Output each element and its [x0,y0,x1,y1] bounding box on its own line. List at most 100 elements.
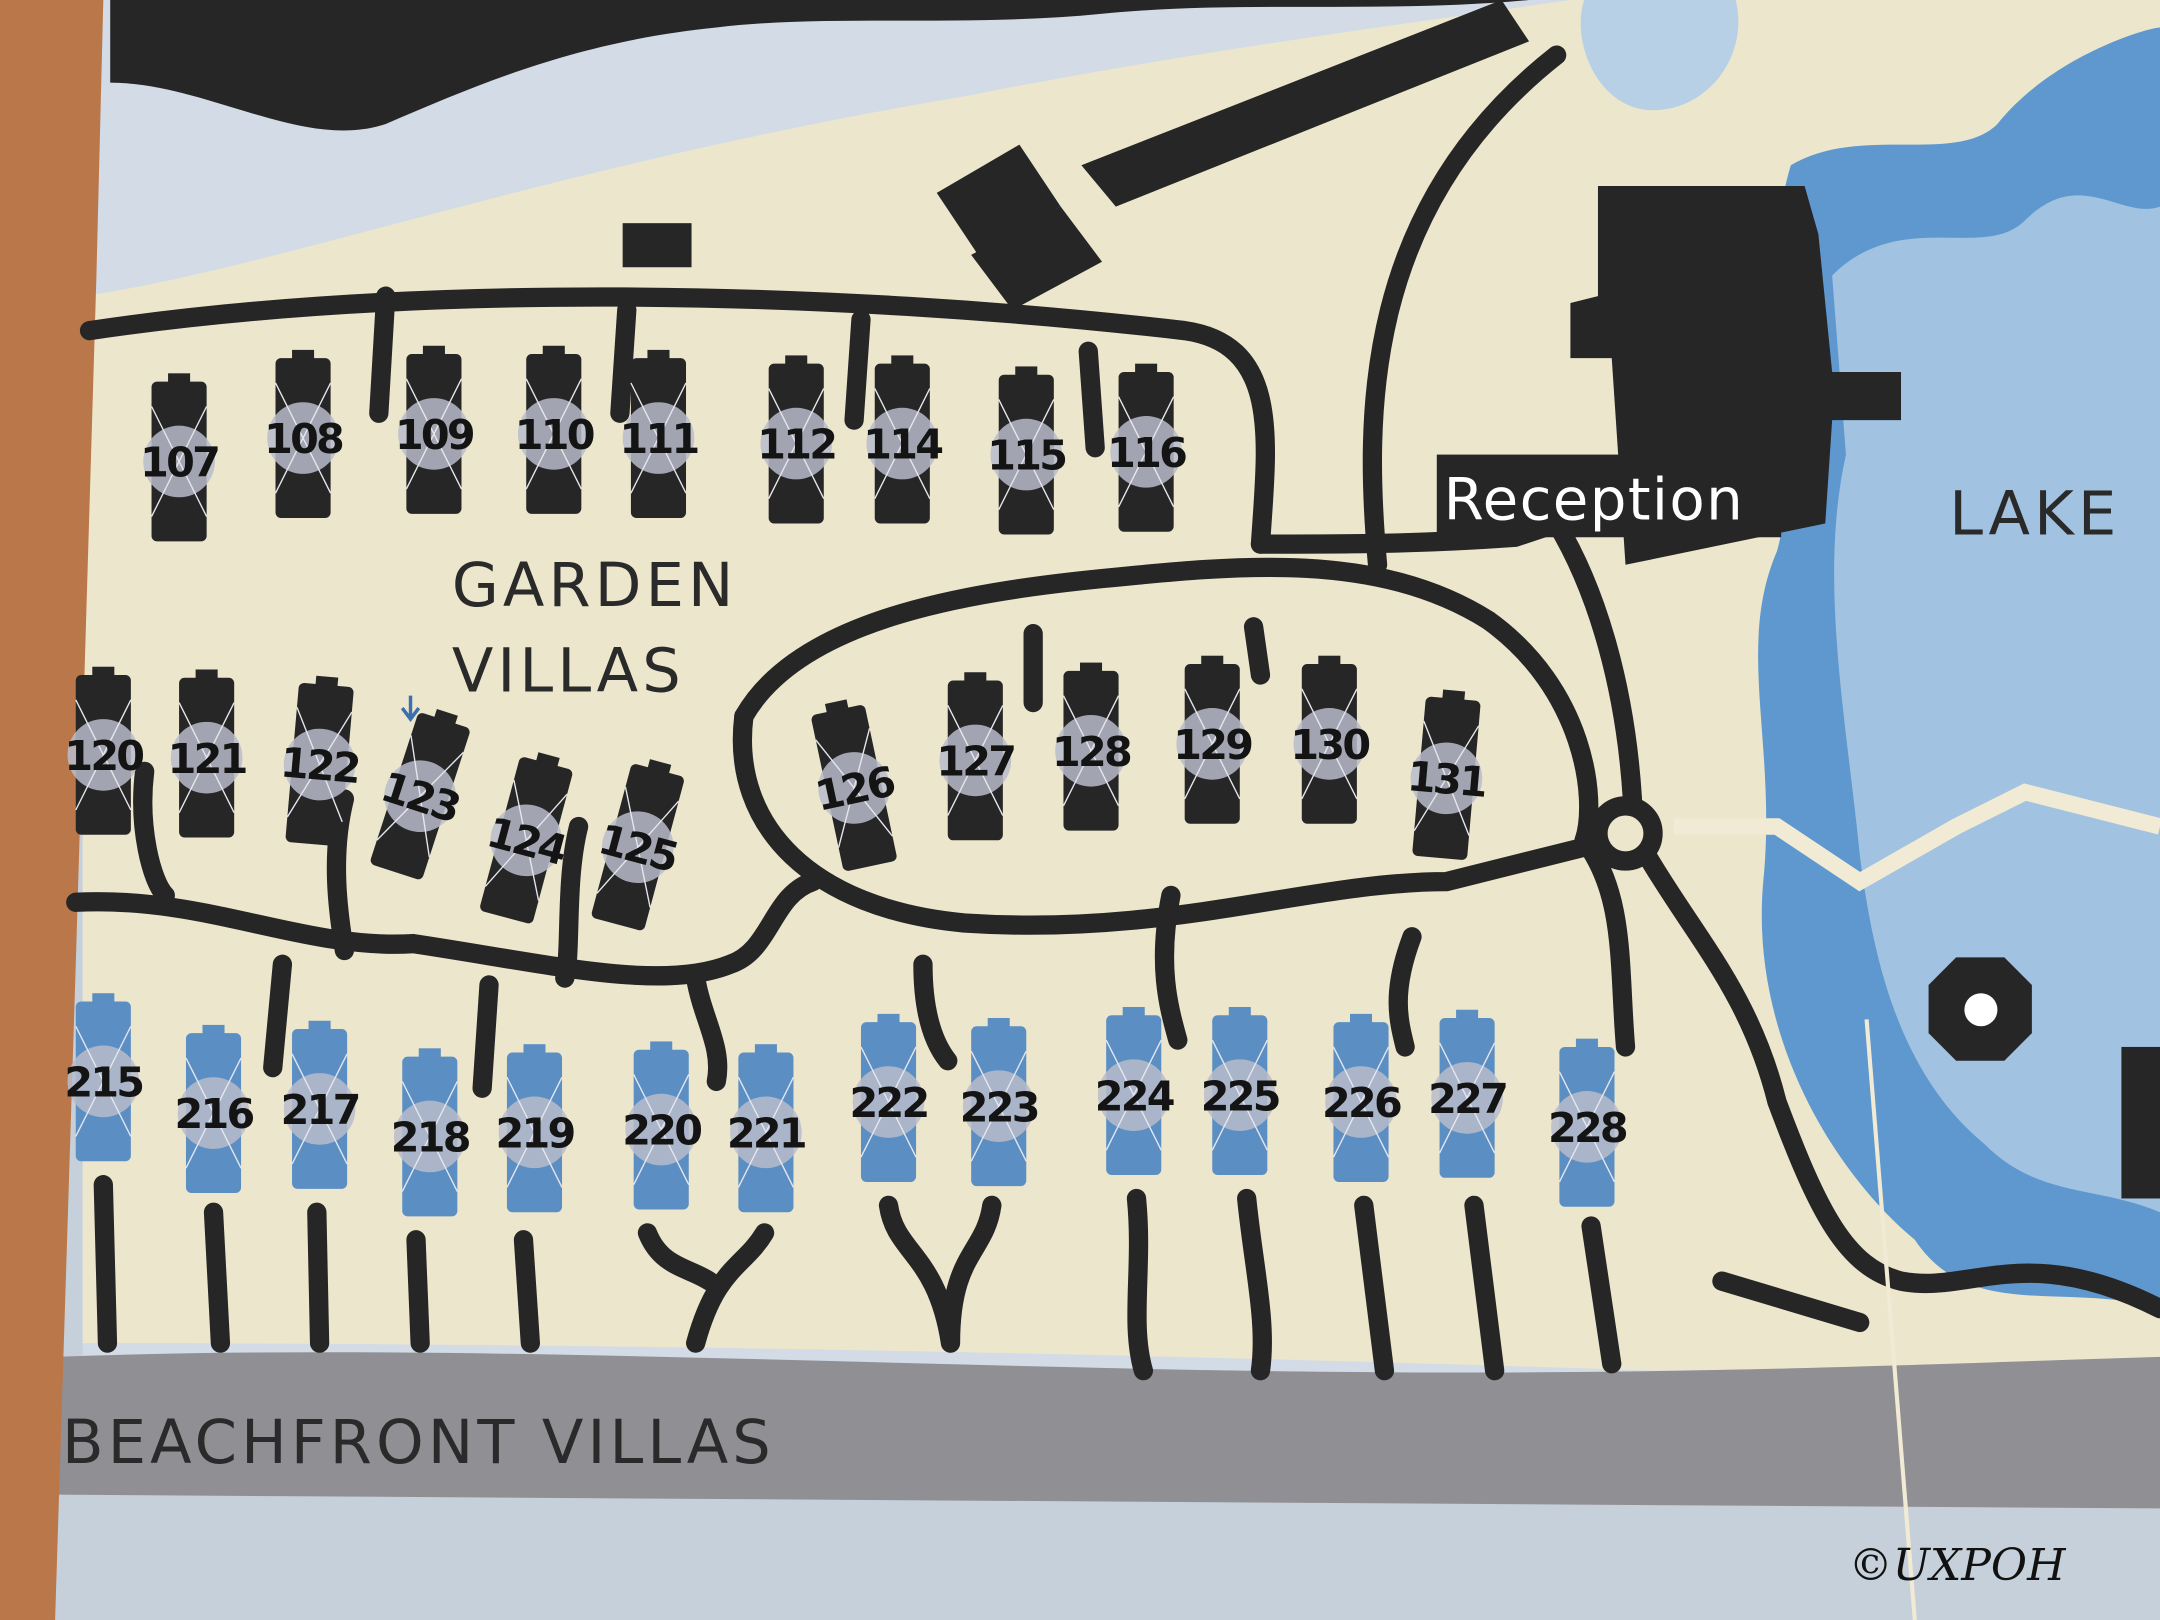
villa-222[interactable]: 222 [850,1013,930,1182]
villa-chimney [824,699,849,715]
villa-217[interactable]: 217 [281,1020,361,1189]
villa-chimney [1318,655,1341,667]
villa-120[interactable]: 120 [64,666,146,835]
villa-roof-lines [1062,695,1120,807]
villa-chimney [650,1041,673,1053]
villa-216[interactable]: 216 [175,1024,256,1193]
villa-218[interactable]: 218 [391,1048,473,1217]
villa-131[interactable]: 131 [1401,687,1493,861]
villa-115[interactable]: 115 [987,366,1068,535]
villa-127[interactable]: 127 [936,672,1017,841]
villa-number: 110 [515,411,594,459]
villa-chimney [92,993,115,1005]
watermark-signature: ©UXPOH [1849,1540,2067,1591]
villa-roof-lines [1558,1071,1616,1183]
villa-130[interactable]: 130 [1290,655,1372,824]
reception-label: Reception [1444,465,1745,533]
villa-roof-lines [178,702,235,814]
beachfront-villas-label: BEACHFRONT VILLAS [62,1408,775,1478]
villa-number: 111 [619,415,697,463]
villa-chimney [292,349,315,361]
villa-122[interactable]: 122 [274,673,366,847]
villa-roof-lines [75,699,132,811]
villa-number: 219 [495,1110,574,1158]
villa-125[interactable]: 125 [579,752,698,935]
beach-area [55,1352,2160,1509]
villa-roof-lines [1211,1039,1268,1151]
villa-number: 128 [1052,728,1131,776]
villa-roof-lines [291,1053,348,1165]
pavilion-center [1964,993,1998,1027]
villa-roof-lines [1332,1046,1390,1158]
villa-roof-lines [1438,1042,1496,1154]
villa-chimney [1015,366,1038,378]
villa-roof-lines [1413,720,1480,836]
villa-chimney [523,1044,546,1056]
villa-220[interactable]: 220 [622,1041,704,1210]
villa-107[interactable]: 107 [140,373,221,542]
villa-number: 120 [64,732,143,780]
villa-number: 112 [757,421,835,469]
villa-number: 129 [1173,721,1252,769]
villa-chimney [1350,1013,1373,1025]
villa-number: 127 [936,738,1014,786]
villa-roof-lines [860,1046,917,1158]
villa-roof-lines [274,382,332,494]
villa-roof-lines [874,388,931,499]
villa-roof-lines [630,382,687,494]
villa-129[interactable]: 129 [1173,655,1255,824]
villa-223[interactable]: 223 [960,1018,1040,1187]
villa-number: 225 [1201,1072,1279,1120]
boardwalk-line [1864,1019,1917,1620]
villa-221[interactable]: 221 [727,1044,808,1213]
villa-110[interactable]: 110 [515,345,597,514]
villa-roof-lines [596,786,680,908]
table-edge [0,0,104,1620]
villa-number: 130 [1290,721,1369,769]
roundabout [1588,796,1663,871]
lake-building [2121,1046,2160,1199]
lake-boardwalk [1673,783,2160,892]
villa-228[interactable]: 228 [1548,1038,1630,1207]
villa-108[interactable]: 108 [264,349,346,518]
villa-109[interactable]: 109 [395,345,477,514]
villa-number: 115 [987,432,1065,480]
lake-shallow [1832,195,2160,1213]
villa-111[interactable]: 111 [619,349,700,518]
villa-227[interactable]: 227 [1428,1009,1509,1178]
garden-villas-label-line2: VILLAS [452,637,685,707]
villa-number: 215 [64,1059,142,1107]
villa-215[interactable]: 215 [64,993,145,1162]
villa-123[interactable]: 123 [358,700,484,884]
villa-roof-lines [1117,396,1175,508]
reception-sign [1436,454,1782,538]
villa-number: 131 [1405,752,1487,807]
villa-roof-lines [768,388,825,499]
villa-roof-lines [185,1057,242,1169]
villa-number: 218 [391,1114,470,1162]
villa-124[interactable]: 124 [468,745,588,928]
villa-roof-lines [1184,688,1241,800]
villa-number: 223 [960,1083,1038,1131]
villa-number: 116 [1107,429,1186,477]
villa-224[interactable]: 224 [1095,1006,1176,1176]
villa-225[interactable]: 225 [1201,1006,1282,1176]
service-buildings [622,0,1530,310]
villa-121[interactable]: 121 [168,669,248,838]
villa-roof-lines [401,1081,458,1192]
villa-226[interactable]: 226 [1322,1013,1404,1182]
villa-roof-lines [998,399,1055,511]
villa-126[interactable]: 126 [798,693,910,874]
villa-116[interactable]: 116 [1107,363,1189,532]
villa-number: 224 [1095,1072,1174,1120]
pond [1580,0,1739,111]
villa-roof-lines [506,1076,563,1188]
villa-chimney [418,1048,441,1060]
villa-112[interactable]: 112 [757,355,838,524]
villa-number: 121 [168,735,246,783]
villa-219[interactable]: 219 [495,1044,577,1213]
villa-114[interactable]: 114 [863,355,945,524]
villa-128[interactable]: 128 [1052,662,1134,831]
